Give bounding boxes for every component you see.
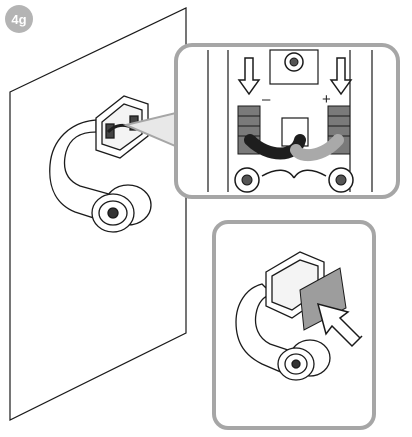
- step-badge-circle: [5, 5, 33, 33]
- step-badge: 4g: [5, 5, 33, 33]
- arrow-down-icon-plus: [329, 57, 353, 96]
- insertion-callout: [212, 220, 376, 430]
- wire-lead-left: [261, 169, 295, 179]
- insertion-card: [299, 267, 347, 331]
- bottom-left-screw-icon: [234, 167, 260, 193]
- arrow-down-icon: [237, 57, 261, 96]
- insertion-lens-center: [291, 359, 301, 369]
- terminal-closeup-callout: – +: [174, 43, 400, 199]
- wire-lead-right: [293, 169, 327, 179]
- top-screw-icon: [284, 52, 304, 72]
- polarity-plus-label: +: [322, 91, 331, 108]
- lens-center: [107, 207, 119, 219]
- wire-gray: [290, 134, 344, 162]
- bottom-right-screw-icon: [328, 167, 354, 193]
- step-badge-label: 4g: [11, 12, 26, 27]
- arrow-down-left-icon: [316, 302, 363, 348]
- polarity-minus-label: –: [262, 91, 271, 108]
